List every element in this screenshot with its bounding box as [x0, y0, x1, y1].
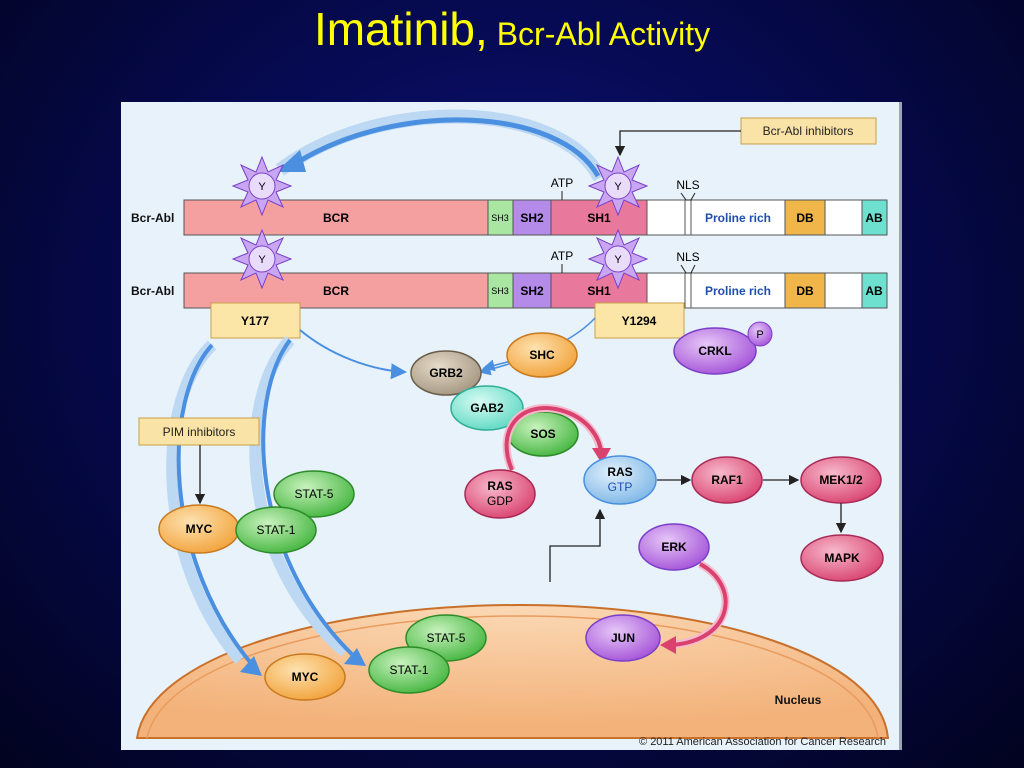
- raf1-node: [691, 456, 763, 504]
- mapk-label: MAPK: [824, 551, 860, 565]
- ras-gdp-label-gdp: GDP: [487, 494, 513, 508]
- bcr-abl-label-2: Bcr-Abl: [131, 284, 174, 298]
- phospho-star-r2-b: Y: [587, 228, 649, 290]
- ras-gtp-node: [583, 455, 657, 505]
- stat5-nuclear-label: STAT-5: [427, 631, 466, 645]
- stat1-nuclear-label: STAT-1: [390, 663, 429, 677]
- title-drug: Imatinib,: [313, 3, 488, 55]
- ab-domain-1: [861, 199, 888, 236]
- stat1-nuclear-node: [368, 646, 450, 694]
- sh2-domain-label-2: SH2: [520, 284, 544, 298]
- stat5-label: STAT-5: [295, 487, 334, 501]
- raf1-label: RAF1: [711, 473, 743, 487]
- grb2-label: GRB2: [429, 366, 463, 380]
- erk-node: [638, 523, 710, 571]
- tyrosine-label-r1-b: Y: [614, 181, 622, 193]
- tyrosine-label-r1-a: Y: [258, 181, 266, 193]
- myc-nuclear-node: [264, 653, 346, 701]
- sh2-domain-1: [512, 199, 552, 236]
- ras-gtp-label-gtp: GTP: [608, 480, 633, 494]
- phospho-star-r1-a: Y: [231, 155, 293, 217]
- erk-label: ERK: [661, 540, 687, 554]
- y177-box: [210, 302, 301, 339]
- sh3-domain-1: [487, 199, 514, 236]
- db-domain-2: [784, 272, 826, 309]
- nucleus-label: Nucleus: [775, 693, 822, 707]
- ab-domain-label-1: AB: [865, 211, 883, 225]
- mek-label: MEK1/2: [819, 473, 863, 487]
- nls-segment-2: [684, 272, 692, 309]
- jun-label: JUN: [611, 631, 635, 645]
- atp-label-2: ATP: [551, 249, 573, 263]
- db-domain-label-2: DB: [796, 284, 814, 298]
- jun-node: [585, 614, 661, 662]
- pim-inhibitors-box: [138, 417, 260, 446]
- mapk-node: [800, 534, 884, 582]
- myc-label: MYC: [186, 522, 213, 536]
- pathway-diagram-panel: Nucleus Bcr-Abl inhibitors Bcr-Abl BCR S…: [121, 102, 902, 750]
- ras-gtp-label-ras: RAS: [607, 465, 632, 479]
- tyrosine-label-r2-b: Y: [614, 254, 622, 266]
- myc-nuclear-label: MYC: [292, 670, 319, 684]
- db-domain-label-1: DB: [796, 211, 814, 225]
- bcr-abl-inhibitors-label: Bcr-Abl inhibitors: [763, 124, 854, 138]
- gab2-label: GAB2: [470, 401, 504, 415]
- ab-domain-2: [861, 272, 888, 309]
- page-title: Imatinib, Bcr-Abl Activity: [0, 2, 1024, 56]
- sh3-domain-label-1: SH3: [491, 213, 509, 223]
- ras-gdp-label-ras: RAS: [487, 479, 512, 493]
- proline-domain-label-1: Proline rich: [705, 211, 771, 225]
- sh2-domain-label-1: SH2: [520, 211, 544, 225]
- bcr-abl-label-1: Bcr-Abl: [131, 211, 174, 225]
- shc-label: SHC: [529, 348, 555, 362]
- bcr-domain-label-2: BCR: [323, 284, 349, 298]
- pim-inhibitors-label: PIM inhibitors: [163, 425, 236, 439]
- bcr-domain-2: [183, 272, 489, 309]
- ab-domain-label-2: AB: [865, 284, 883, 298]
- stat1-node: [235, 506, 317, 554]
- bcr-abl-inhibitors-box: [740, 117, 877, 145]
- y1294-box: [594, 302, 685, 339]
- sh1-domain-label-2: SH1: [587, 284, 611, 298]
- sos-label: SOS: [530, 427, 555, 441]
- bcr-domain-1: [183, 199, 489, 236]
- crkl-node: [673, 327, 757, 375]
- nls-label-1: NLS: [676, 178, 699, 192]
- grb2-node: [410, 350, 482, 396]
- phospho-star-r2-a: Y: [231, 228, 293, 290]
- bcr-abl-row-2: Bcr-Abl BCR SH3 SH2 SH1 Proline rich DB …: [131, 249, 888, 309]
- db-domain-1: [784, 199, 826, 236]
- pathway-diagram: Nucleus Bcr-Abl inhibitors Bcr-Abl BCR S…: [131, 109, 890, 748]
- nls-segment-1: [684, 199, 692, 236]
- bcr-domain-label-1: BCR: [323, 211, 349, 225]
- crkl-label: CRKL: [698, 344, 731, 358]
- sh1-domain-label-1: SH1: [587, 211, 611, 225]
- copyright: © 2011 American Association for Cancer R…: [639, 736, 886, 748]
- sh2-domain-2: [512, 272, 552, 309]
- title-rest: Bcr-Abl Activity: [487, 16, 711, 52]
- phospho-star-r1-b: Y: [587, 155, 649, 217]
- atp-label-1: ATP: [551, 176, 573, 190]
- phospho-p-node: [747, 321, 773, 347]
- phospho-p-label: P: [756, 329, 763, 341]
- sh3-domain-label-2: SH3: [491, 286, 509, 296]
- proline-domain-label-2: Proline rich: [705, 284, 771, 298]
- sh3-domain-2: [487, 272, 514, 309]
- ras-gdp-node: [464, 469, 536, 519]
- gab2-node: [450, 385, 524, 431]
- stat1-label: STAT-1: [257, 523, 296, 537]
- stat5-node: [273, 470, 355, 518]
- shc-node: [506, 332, 578, 378]
- bcr-abl-row-1: Bcr-Abl BCR SH3 SH2 SH1 Proline rich DB …: [131, 176, 888, 236]
- y1294-label: Y1294: [622, 314, 657, 328]
- y177-label: Y177: [241, 314, 269, 328]
- nls-label-2: NLS: [676, 250, 699, 264]
- tyrosine-label-r2-a: Y: [258, 254, 266, 266]
